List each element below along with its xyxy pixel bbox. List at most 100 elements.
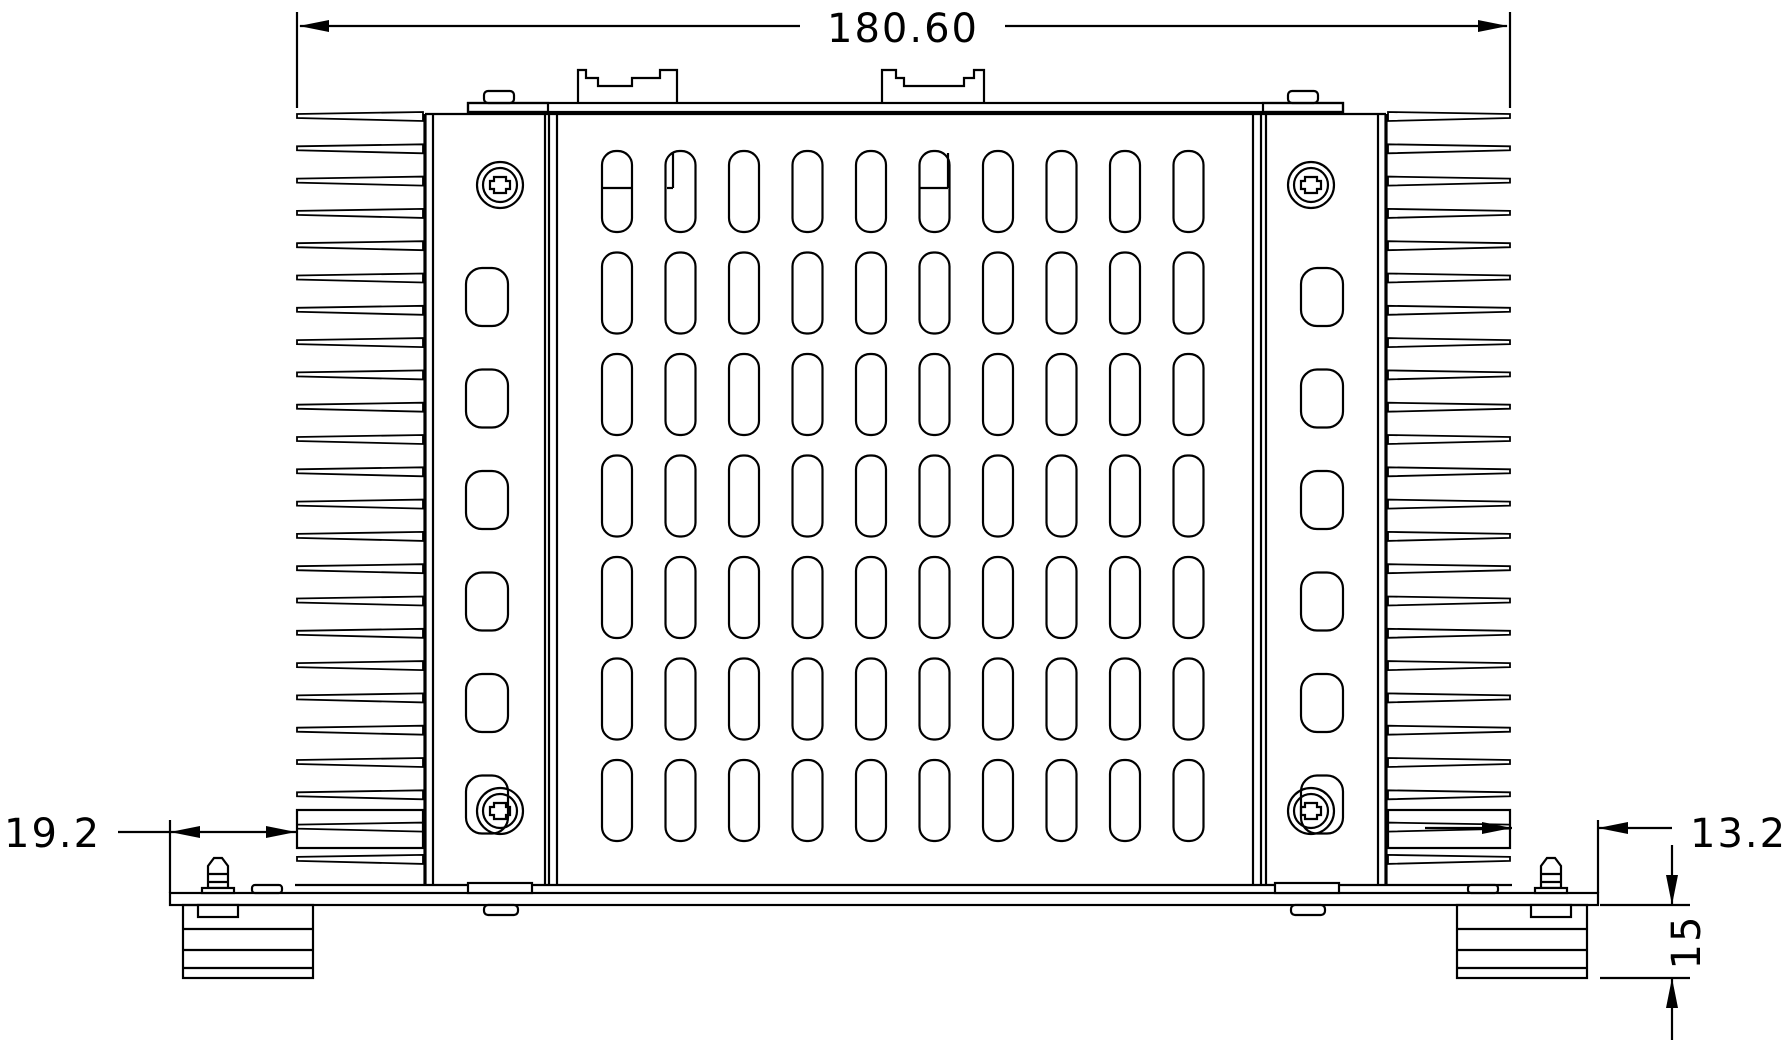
top-plate (466, 101, 1345, 114)
vent-slot (918, 251, 951, 335)
fin (296, 724, 424, 736)
vent-slot (791, 758, 824, 843)
stud-left (196, 856, 284, 919)
fin (1387, 304, 1511, 316)
fin (296, 757, 424, 768)
vent-slot (727, 758, 761, 843)
vent-slot (1172, 555, 1205, 640)
fin (296, 821, 424, 833)
vent-slot (918, 758, 951, 843)
fin (1387, 466, 1511, 478)
vent-slot (664, 149, 697, 234)
fin (296, 466, 424, 478)
fin (296, 434, 424, 445)
fin (1387, 692, 1511, 704)
vent-slot (664, 352, 697, 437)
vent-slot (727, 555, 761, 640)
vent-slot (1108, 657, 1142, 741)
rail-slot (1299, 469, 1345, 531)
vent-slot (1108, 555, 1142, 640)
vent-slot (1108, 454, 1142, 538)
rail-slot (464, 774, 510, 835)
fin (1387, 337, 1511, 349)
fin (1387, 724, 1511, 736)
arrowhead-left-icon (1598, 822, 1628, 834)
fin (1387, 369, 1511, 381)
fin (296, 304, 424, 316)
vent-slot (1045, 657, 1078, 741)
fin (296, 175, 424, 187)
arrowhead-right-icon (1478, 20, 1508, 32)
vent-slot (854, 758, 888, 843)
fin (1387, 789, 1511, 801)
vent-slot (1045, 251, 1078, 335)
vent-slot-grid (600, 149, 1205, 843)
fin (1387, 853, 1511, 865)
fin (296, 272, 424, 284)
enclosure-body (423, 112, 1388, 885)
top-clip-right (880, 68, 986, 102)
fin (1387, 143, 1511, 155)
vent-slot (727, 352, 761, 437)
vent-slot (981, 149, 1015, 234)
vent-slot (981, 454, 1015, 538)
fin (1387, 401, 1511, 413)
rail-slot (1299, 368, 1345, 429)
rail-slot (1299, 672, 1345, 734)
fin (296, 111, 424, 122)
vent-slot (1172, 657, 1205, 741)
rail-slot (464, 469, 510, 531)
fin (1387, 272, 1511, 284)
vent-slot (791, 149, 824, 234)
heatsink-fins-left (295, 111, 425, 865)
vent-slot (981, 352, 1015, 437)
vent-slot (918, 454, 951, 538)
vent-slot (981, 657, 1015, 741)
vent-slot (1172, 149, 1205, 234)
vent-slot (1108, 251, 1142, 335)
arrowhead-left-icon (299, 20, 329, 32)
side-rail-right (1286, 160, 1345, 836)
vent-slot (664, 555, 697, 640)
fin (1387, 627, 1511, 639)
fin (296, 789, 424, 801)
vent-slot (918, 657, 951, 741)
vent-slot (854, 657, 888, 741)
vent-slot (854, 352, 888, 437)
rail-slot (464, 571, 510, 632)
fin (1387, 595, 1511, 607)
vent-slot (854, 454, 888, 538)
right-offset-label: 13.2 (1690, 811, 1785, 857)
rail-slot (1299, 571, 1345, 632)
vent-slot (600, 251, 634, 335)
arrowhead-up-icon (1666, 978, 1678, 1008)
vent-slot (918, 352, 951, 437)
vent-slot (1172, 454, 1205, 538)
vent-slot (981, 555, 1015, 640)
vent-slot (727, 251, 761, 335)
top-clip-left (576, 68, 679, 102)
overall-width-label: 180.60 (827, 6, 979, 52)
fin (1387, 563, 1511, 575)
vent-slot (1108, 352, 1142, 437)
arrowhead-down-icon (1666, 875, 1678, 905)
vent-slot (918, 555, 951, 640)
vent-slot (1045, 555, 1078, 640)
vent-slot (791, 352, 824, 437)
vent-slot (664, 758, 697, 843)
side-rail-left (464, 160, 525, 836)
vent-slot (791, 251, 824, 335)
vent-slot (600, 657, 634, 741)
fin-block (295, 808, 425, 850)
vent-slot (854, 251, 888, 335)
arrowhead-left-icon (170, 826, 200, 838)
vent-slot (1172, 758, 1205, 843)
vent-slot (664, 251, 697, 335)
vent-slot (1045, 758, 1078, 843)
vent-slot (727, 454, 761, 538)
fin (1387, 434, 1511, 445)
fin (296, 369, 424, 381)
left-offset-label: 19.2 (4, 811, 101, 857)
foot-height-label: 15 (1664, 915, 1710, 970)
vent-slot (1045, 352, 1078, 437)
